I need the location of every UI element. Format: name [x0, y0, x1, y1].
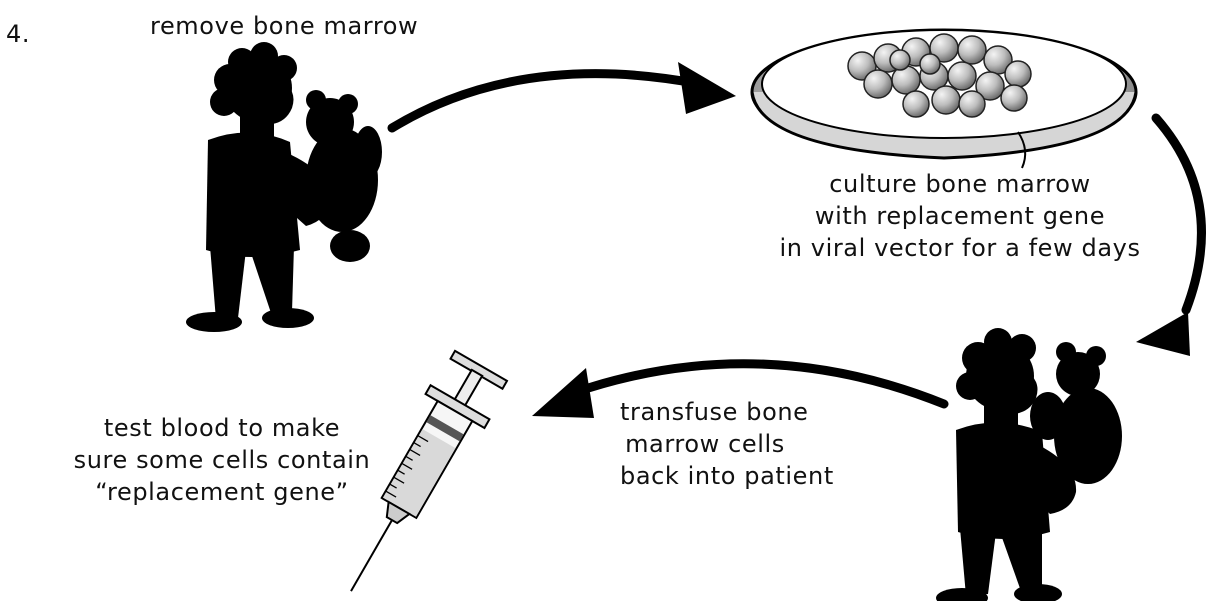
test-blood-label: test blood to make sure some cells conta…	[72, 412, 372, 508]
child-silhouette-icon	[186, 42, 382, 332]
step-number: 4.	[6, 18, 30, 50]
transfuse-label: transfuse bone marrow cells back into pa…	[620, 396, 790, 492]
culture-label-line: with replacement gene	[730, 200, 1190, 232]
culture-label-line: in viral vector for a few days	[730, 232, 1190, 264]
child-silhouette-icon	[936, 328, 1122, 601]
test-label-line: “replacement gene”	[72, 476, 372, 508]
test-label-line: sure some cells contain	[72, 444, 372, 476]
curved-arrow-icon	[392, 62, 736, 128]
remove-bone-marrow-label: remove bone marrow	[150, 10, 490, 42]
petri-dish-icon	[752, 30, 1136, 168]
transfuse-label-line: back into patient	[620, 460, 790, 492]
transfuse-label-line: transfuse bone	[620, 396, 790, 428]
transfuse-label-line: marrow cells	[620, 428, 790, 460]
culture-bone-marrow-label: culture bone marrow with replacement gen…	[730, 168, 1190, 264]
test-label-line: test blood to make	[72, 412, 372, 444]
culture-label-line: culture bone marrow	[730, 168, 1190, 200]
